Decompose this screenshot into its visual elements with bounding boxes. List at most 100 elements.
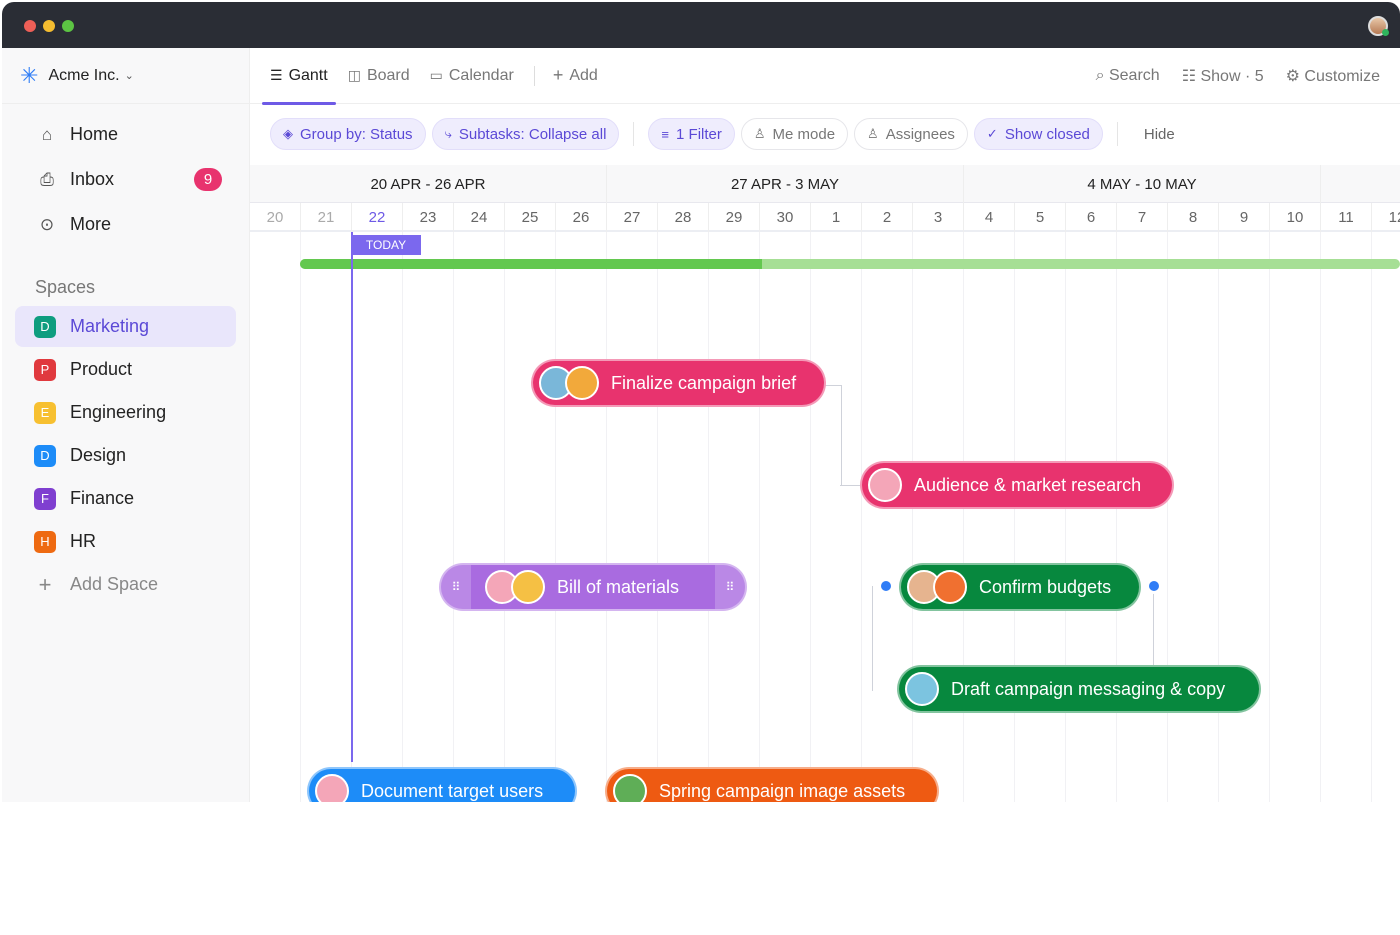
task-bar[interactable]: ⠿Bill of materials⠿ — [439, 563, 747, 611]
space-icon: E — [34, 401, 56, 424]
workspace-name: Acme Inc. — [48, 66, 120, 84]
grid-line — [708, 232, 709, 802]
chip-label: Hide — [1143, 125, 1175, 143]
chip-label: Group by: Status — [300, 125, 413, 143]
maximize-window-button[interactable] — [62, 20, 74, 32]
nav-inbox[interactable]: ⎙ Inbox 9 — [2, 157, 249, 202]
task-bar[interactable]: Document target users — [307, 767, 577, 802]
minimize-window-button[interactable] — [43, 20, 55, 32]
dependency-handle[interactable] — [881, 581, 891, 591]
filter-button[interactable]: ≡1 Filter — [648, 118, 735, 150]
day-label: 1 — [811, 203, 862, 232]
day-label: 29 — [709, 203, 760, 232]
user-avatar[interactable] — [1368, 16, 1389, 36]
home-icon: ⌂ — [41, 124, 53, 144]
close-window-button[interactable] — [24, 20, 36, 32]
grid-line — [861, 232, 862, 802]
grid-line — [1371, 232, 1372, 802]
day-label: 21 — [301, 203, 352, 232]
check-circle-icon: ✓ — [986, 126, 998, 141]
progress-fill — [300, 259, 762, 269]
subtasks-button[interactable]: ⤷Subtasks: Collapse all — [431, 118, 620, 150]
tab-label: Add — [569, 66, 598, 84]
hide-button[interactable]: Hide — [1131, 118, 1187, 150]
task-name: Document target users — [361, 780, 544, 801]
user-icon: ♙ — [753, 126, 766, 141]
sliders-icon: ☷ — [1181, 68, 1201, 85]
week-label: 20 APR - 26 APR — [250, 165, 607, 203]
day-label: 28 — [658, 203, 709, 232]
grid-line — [300, 232, 301, 802]
more-icon: ⊙ — [39, 214, 55, 234]
task-bar[interactable]: Draft campaign messaging & copy — [897, 665, 1261, 713]
plus-icon: + — [38, 571, 52, 597]
filter-icon: ≡ — [661, 126, 670, 142]
avatar — [933, 570, 967, 604]
title-bar — [2, 2, 1400, 48]
week-label: 27 APR - 3 MAY — [607, 165, 964, 203]
user-icon: ♙ — [867, 126, 879, 141]
add-view-button[interactable]: +Add — [553, 48, 598, 104]
customize-label: Customize — [1304, 68, 1380, 85]
add-space-label: Add Space — [70, 574, 159, 594]
inbox-icon: ⎙ — [40, 169, 54, 189]
tab-label: Board — [366, 66, 410, 84]
main-panel: ☰Gantt ◫ Board ▭Calendar +Add ⌕ Search ☷ … — [250, 48, 1400, 802]
group-by-button[interactable]: ◈Group by: Status — [270, 118, 426, 150]
grid-line — [606, 232, 607, 802]
tab-calendar[interactable]: ▭Calendar — [430, 48, 514, 104]
nav-more[interactable]: ⊙ More — [2, 202, 249, 247]
drag-handle-icon[interactable]: ⠿ — [715, 565, 745, 609]
space-icon: P — [34, 358, 56, 381]
board-icon: ◫ — [347, 67, 361, 83]
grid-line — [1167, 232, 1168, 802]
assignees-button[interactable]: ♙Assignees — [854, 118, 968, 150]
chip-label: Subtasks: Collapse all — [458, 125, 607, 143]
grid-line — [1269, 232, 1270, 802]
tab-board[interactable]: ◫ Board — [348, 48, 410, 104]
task-bar[interactable]: Finalize campaign brief — [531, 359, 826, 407]
grid-line — [402, 232, 403, 802]
grid-line — [555, 232, 556, 802]
search-button[interactable]: ⌕ Search — [1096, 67, 1160, 85]
nav-label: Inbox — [70, 169, 115, 189]
add-space-button[interactable]: + Add Space — [15, 564, 236, 605]
divider — [1116, 122, 1118, 146]
show-closed-button[interactable]: ✓Show closed — [973, 118, 1103, 150]
divider — [633, 122, 635, 146]
task-bar[interactable]: Audience & market research — [860, 461, 1174, 509]
me-mode-button[interactable]: ♙Me mode — [740, 118, 849, 150]
task-bar[interactable]: Spring campaign image assets — [605, 767, 939, 802]
week-label: 4 MAY - 10 MAY — [964, 165, 1321, 203]
nav-home[interactable]: ⌂Home — [2, 112, 249, 157]
task-name: Spring campaign image assets — [659, 780, 906, 801]
tab-gantt[interactable]: ☰Gantt — [262, 48, 336, 105]
customize-button[interactable]: ⚙ Customize — [1286, 66, 1380, 86]
avatar — [613, 774, 647, 802]
task-bar[interactable]: Confirm budgets — [899, 563, 1141, 611]
workspace-switcher[interactable]: ✳Acme Inc.⌄ — [2, 48, 249, 104]
show-button[interactable]: ☷ Show · 5 — [1182, 66, 1264, 86]
grid-line — [963, 232, 964, 802]
day-label: 23 — [403, 203, 454, 232]
nav-label: More — [70, 214, 112, 234]
drag-handle-icon[interactable]: ⠿ — [441, 565, 471, 609]
space-icon: F — [34, 487, 56, 510]
grid-line — [1065, 232, 1066, 802]
day-label: 27 — [607, 203, 658, 232]
dependency-handle[interactable] — [1149, 581, 1159, 591]
today-marker: TODAY — [351, 235, 421, 255]
gantt-icon: ☰ — [270, 67, 283, 83]
space-label: Marketing — [70, 316, 150, 336]
inbox-badge: 9 — [194, 168, 222, 191]
day-label: 11 — [1321, 203, 1372, 232]
space-label: HR — [70, 531, 96, 551]
task-name: Draft campaign messaging & copy — [951, 678, 1226, 699]
filter-bar: ◈Group by: Status ⤷Subtasks: Collapse al… — [250, 104, 1400, 164]
